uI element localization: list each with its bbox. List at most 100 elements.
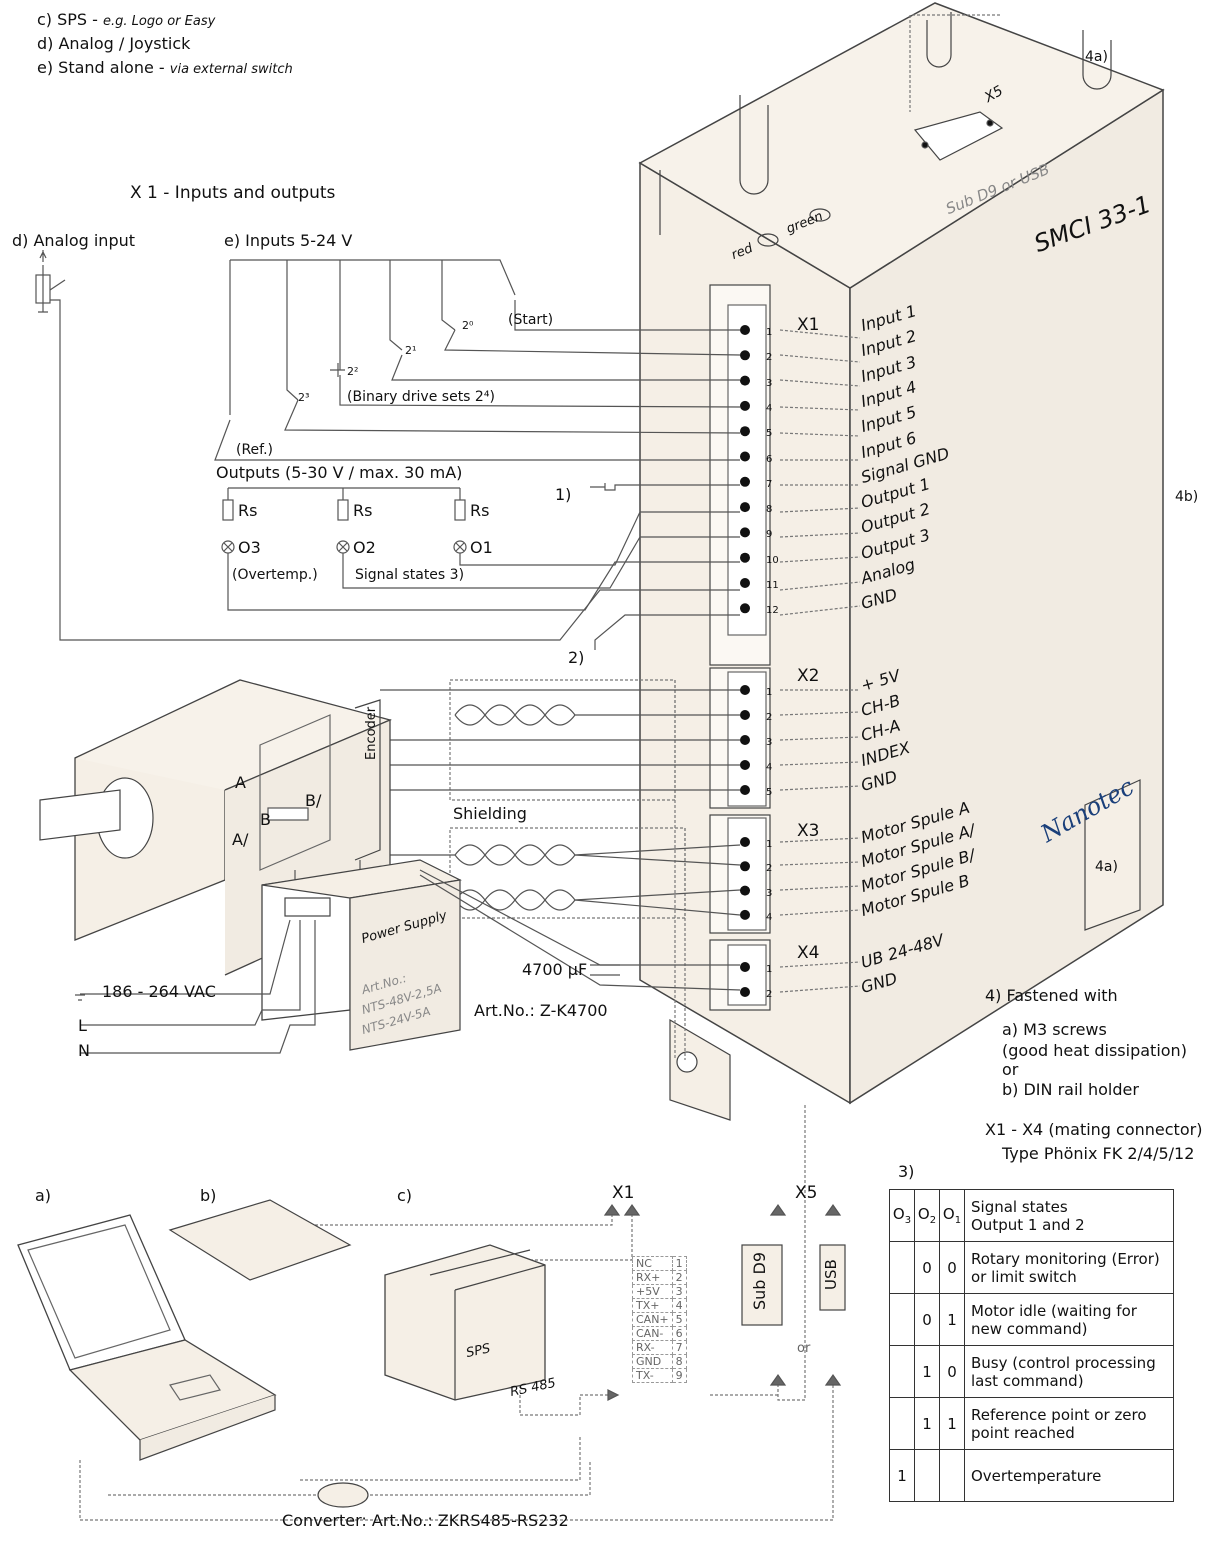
signal-states-label: Signal states 3) (355, 567, 465, 583)
pinout-row: CAN+5 (632, 1312, 687, 1327)
bit0-label: 2⁰ (462, 319, 474, 332)
x1-pin-number: 3 (766, 377, 773, 389)
pinout-cell: 4 (671, 1298, 687, 1313)
signal-table-cell: Reference point or zero point reached (964, 1397, 1174, 1450)
x1-pin-number: 1 (766, 327, 773, 338)
signal-table-cell (914, 1449, 940, 1502)
mount-4a-top: 4a) (1085, 49, 1108, 65)
x2-pin-number: 3 (766, 737, 773, 748)
capacitor-art-no: Art.No.: Z-K4700 (474, 1001, 608, 1020)
analog-input-label: d) Analog input (12, 231, 136, 250)
overtemp-label: (Overtemp.) (232, 567, 318, 583)
fastened-title: 4) Fastened with (985, 986, 1118, 1005)
option-a-label: a) (35, 1186, 52, 1205)
x1-pin-number: 6 (766, 453, 773, 465)
mounting-tab-bottom (1084, 779, 1141, 931)
motor-a-label: A (235, 773, 246, 792)
x1-pin-number: 12 (766, 605, 779, 617)
bit2-label: 2² (347, 365, 359, 378)
pinout-cell: TX+ (632, 1298, 673, 1313)
x4-pin-contact (740, 962, 750, 972)
signal-table-cell: Rotary monitoring (Error) or limit switc… (964, 1241, 1174, 1294)
signal-table-cell: Motor idle (waiting for new command) (964, 1293, 1174, 1346)
or-label: or (797, 1341, 811, 1356)
x1-pin-contact (740, 578, 750, 588)
x1-pin-number: 7 (766, 478, 773, 490)
fastened-a1: a) M3 screws (1002, 1020, 1107, 1039)
mode-e-standalone: e) Stand alone - via external switch (37, 58, 293, 77)
x4-name: X4 (797, 943, 820, 963)
bottom-x5-label: X5 (795, 1183, 818, 1203)
pinout-cell: 1 (671, 1256, 687, 1271)
resistor-label: Rs (470, 501, 490, 520)
device-top-face (638, 2, 1165, 289)
pinout-cell: 2 (671, 1270, 687, 1285)
signal-table-cell (889, 1293, 915, 1346)
converter-label: Converter: Art.No.: ZKRS485-RS232 (282, 1511, 569, 1530)
ref-label: (Ref.) (236, 442, 273, 458)
x3-pin-contact (740, 861, 750, 872)
pinout-cell: RX+ (632, 1270, 673, 1285)
signal-table-cell (889, 1397, 915, 1450)
pinout-cell: CAN+ (632, 1312, 673, 1327)
capacitor-value: 4700 µF (522, 960, 588, 979)
x1-pin-number: 11 (766, 580, 779, 591)
signal-table-cell: 0 (939, 1345, 965, 1398)
sub-d9-plug (741, 1244, 783, 1326)
signal-table-cell: Busy (control processing last command) (964, 1345, 1174, 1398)
signal-table-row: 1 Overtemperature (889, 1449, 1174, 1502)
signal-table-cell: 1 (914, 1345, 940, 1398)
x1-pin-number: 9 (766, 529, 773, 541)
mount-4b: 4b) (1175, 489, 1199, 505)
x2-pin-number: 4 (766, 762, 773, 773)
motor-a-bar-label: A/ (232, 830, 249, 849)
pinout-row: TX+4 (632, 1298, 687, 1313)
sub-d9-plug-label: Sub D9 (750, 1251, 769, 1310)
signal-table-cell: 1 (889, 1449, 915, 1502)
usb-plug-label: USB (822, 1259, 840, 1290)
fastened-a2: (good heat dissipation) (1002, 1041, 1187, 1060)
x3-pin-number: 1 (766, 839, 773, 850)
x1-pin-number: 8 (766, 504, 773, 516)
x1-name: X1 (797, 315, 820, 335)
signal-table-cell: 0 (914, 1293, 940, 1346)
x1-pin-number: 2 (766, 352, 773, 364)
lamp-o1-label: O1 (470, 538, 493, 557)
lamp-o3-label: O3 (238, 538, 261, 557)
x2-pin-number: 5 (766, 787, 773, 798)
x1-pin-contact (740, 426, 750, 437)
pinout-row: RX-7 (632, 1340, 687, 1355)
signal-table-cell: 0 (914, 1241, 940, 1294)
pinout-row: RX+2 (632, 1270, 687, 1285)
mating-type-label: Type Phönix FK 2/4/5/12 (1002, 1144, 1195, 1163)
lamp-o2-label: O2 (353, 538, 376, 557)
pinout-cell: 3 (671, 1284, 687, 1299)
signal-table-cell: O1 (939, 1189, 965, 1242)
pinout-row: TX-9 (632, 1368, 687, 1383)
x1-pin-number: 10 (766, 554, 779, 566)
signal-table-cell: Overtemperature (964, 1449, 1174, 1502)
fastened-b: b) DIN rail holder (1002, 1080, 1139, 1099)
x2-pin-number: 2 (766, 712, 773, 723)
x1-pin-number: 4 (766, 402, 773, 414)
x1-section-title: X 1 - Inputs and outputs (130, 183, 336, 203)
fastened-or: or (1002, 1060, 1019, 1079)
bottom-x1-label: X1 (612, 1183, 635, 1203)
x1-pin-contact (740, 502, 750, 513)
motor-b-bar-label: B/ (305, 791, 322, 810)
signal-table-cell (889, 1345, 915, 1398)
outputs-label: Outputs (5-30 V / max. 30 mA) (216, 463, 463, 482)
option-b-label: b) (200, 1186, 217, 1205)
pinout-cell: TX- (632, 1368, 673, 1383)
x3-pin-contact (740, 909, 750, 920)
x1-pin-contact (740, 527, 750, 538)
signal-table-cell (889, 1241, 915, 1294)
mode-d-analog: d) Analog / Joystick (37, 34, 191, 53)
pinout-cell: NC (632, 1256, 673, 1271)
